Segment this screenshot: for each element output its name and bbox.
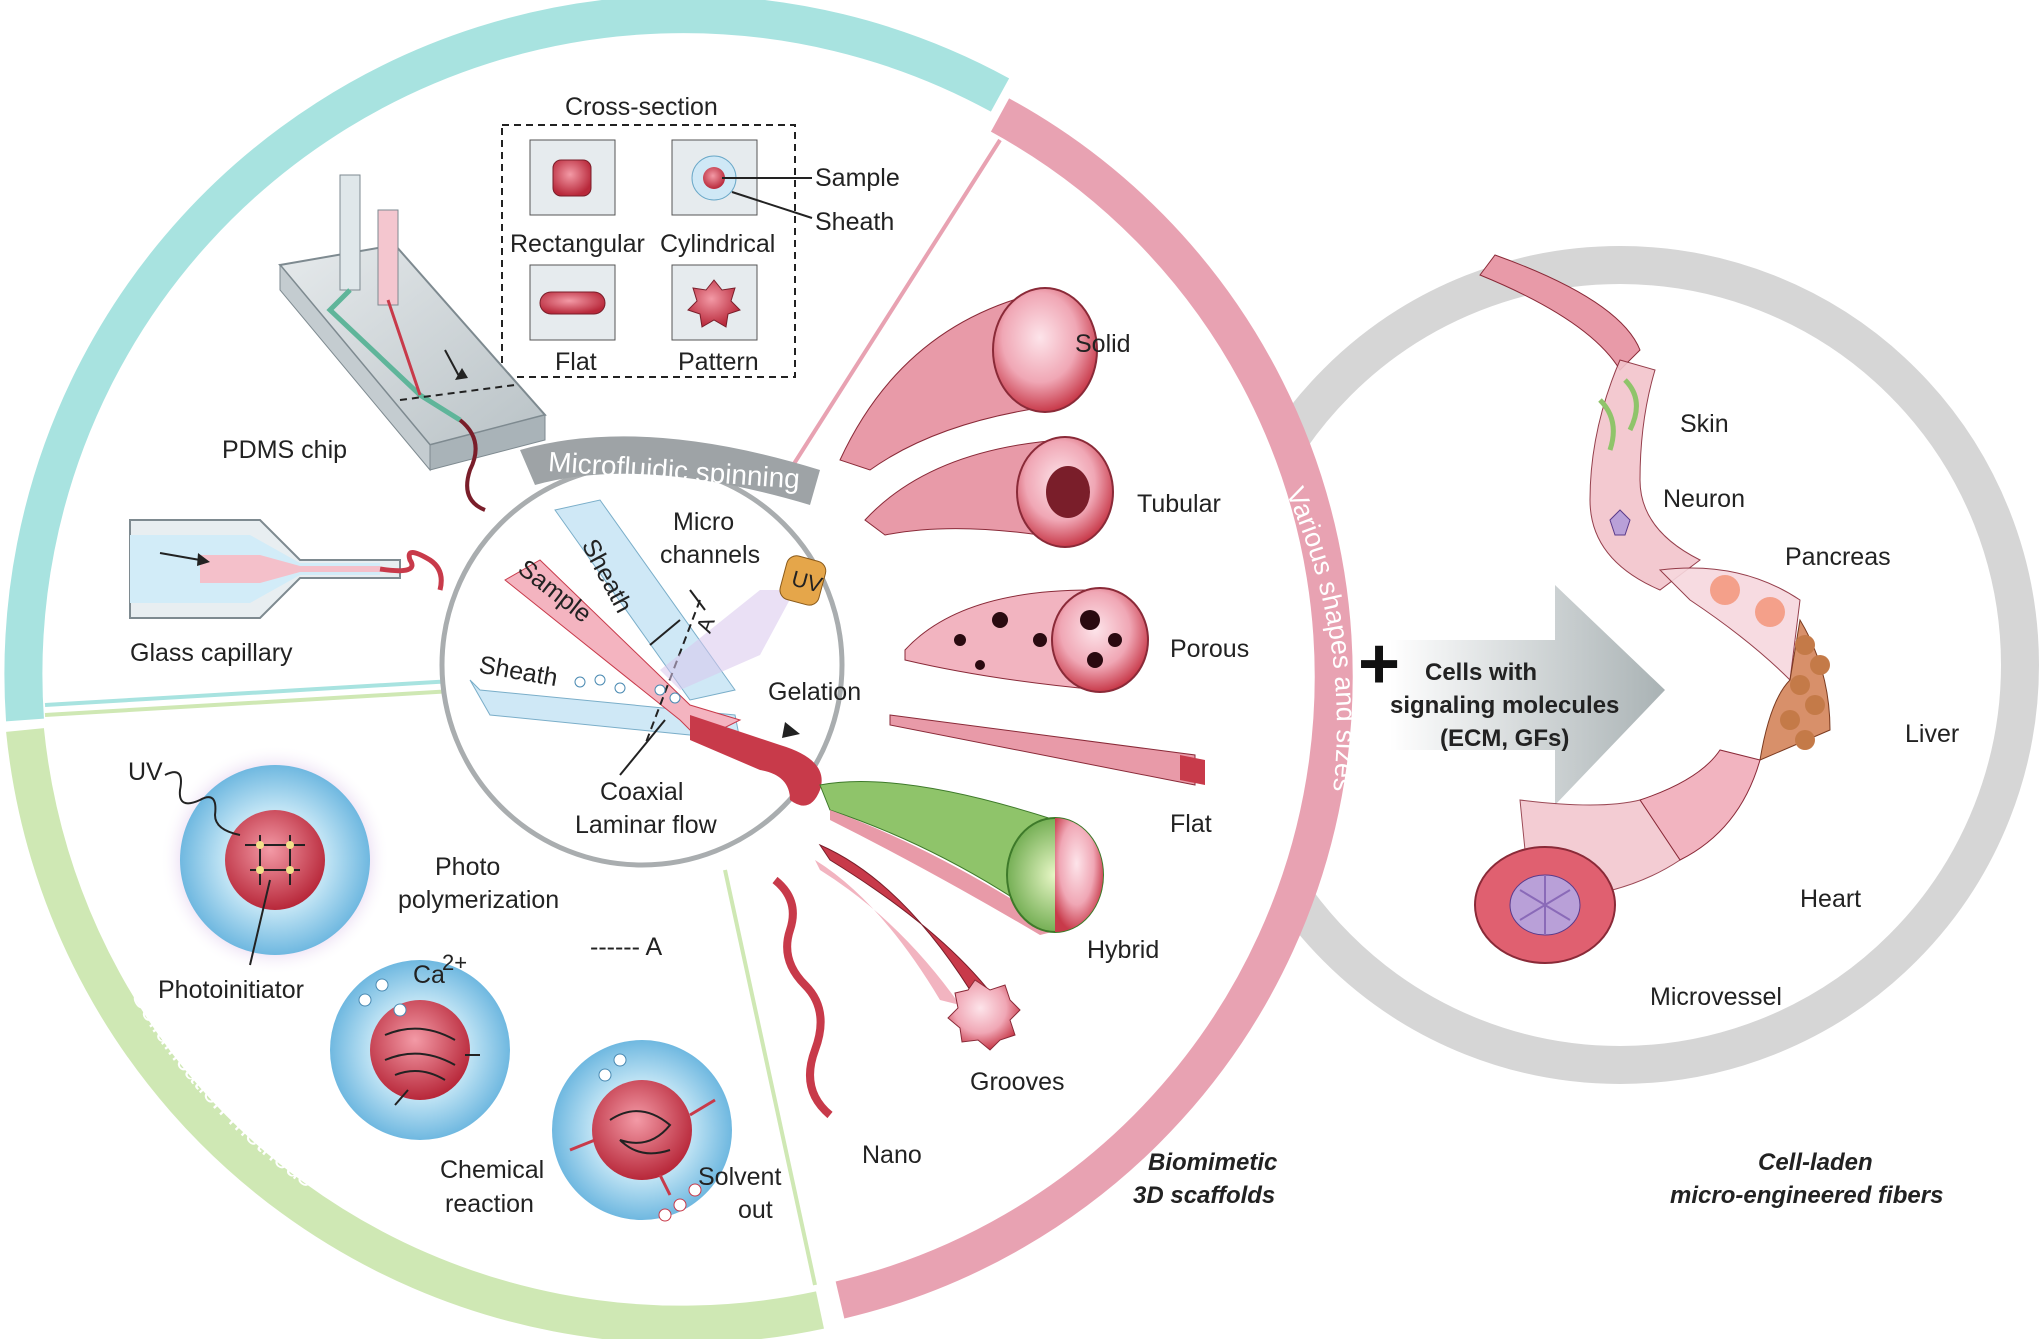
tubular-fiber bbox=[864, 436, 1114, 548]
solid-label: Solid bbox=[1075, 330, 1131, 358]
sheath-pointer bbox=[731, 191, 813, 219]
nano-label: Nano bbox=[862, 1141, 922, 1169]
divider-line bbox=[44, 678, 471, 707]
sample-label: Sample bbox=[815, 164, 900, 192]
skin-label: Skin bbox=[1680, 410, 1729, 438]
neuron-label: Neuron bbox=[1663, 485, 1745, 513]
photoinitiator-label: Photoinitiator bbox=[158, 976, 304, 1004]
solid-fiber bbox=[839, 287, 1098, 471]
solvent-label: Solvent bbox=[698, 1163, 781, 1191]
scaffolds-caption-2: 3D scaffolds bbox=[1133, 1182, 1275, 1209]
pdms-chip-label: PDMS chip bbox=[222, 436, 347, 464]
grooves-label: Grooves bbox=[970, 1068, 1064, 1096]
fibers-caption-1: Cell-laden bbox=[1758, 1149, 1873, 1176]
flow-arrow bbox=[444, 349, 461, 379]
nano-fiber bbox=[772, 876, 833, 1119]
pdms-chip bbox=[278, 174, 547, 512]
glass-capillary-label: Glass capillary bbox=[130, 639, 293, 667]
plus-sign: + bbox=[1358, 624, 1400, 704]
liver-label: Liver bbox=[1905, 720, 1959, 748]
hybrid-fiber bbox=[819, 781, 1104, 935]
pancreas-label: Pancreas bbox=[1785, 543, 1891, 571]
flat-label: Flat bbox=[555, 348, 597, 376]
out-label: out bbox=[738, 1196, 773, 1224]
grooves-fiber bbox=[815, 843, 1021, 1051]
cross-section-panel: Cross-section Rectangular Cylindrical Fl… bbox=[501, 93, 900, 378]
section-a-legend: ------ A bbox=[590, 933, 663, 961]
chemical-label: Chemical bbox=[440, 1156, 544, 1184]
porous-label: Porous bbox=[1170, 635, 1249, 663]
microvessel-label: Microvessel bbox=[1650, 983, 1782, 1011]
reaction-label: reaction bbox=[445, 1190, 534, 1218]
micro-label: Micro bbox=[673, 508, 734, 536]
center-title-banner bbox=[520, 436, 820, 505]
channels-label: channels bbox=[660, 541, 760, 569]
gelation-label: Gelation bbox=[768, 678, 861, 706]
photo-polymerization-sphere bbox=[160, 745, 390, 975]
flat-fiber bbox=[889, 714, 1205, 786]
scaffolds-caption-1: Biomimetic bbox=[1148, 1149, 1277, 1176]
coaxial-label: Coaxial bbox=[600, 778, 683, 806]
tubular-label: Tubular bbox=[1137, 490, 1221, 518]
signaling-molecules-label: signaling molecules bbox=[1390, 692, 1619, 719]
glass-capillary bbox=[129, 519, 444, 619]
cells-with-label: Cells with bbox=[1425, 659, 1537, 686]
solidification-methods-ring bbox=[6, 728, 824, 1339]
divider-line bbox=[788, 138, 1002, 472]
cylindrical-label: Cylindrical bbox=[660, 230, 775, 258]
flow-arrow bbox=[159, 552, 201, 561]
porous-fiber bbox=[904, 587, 1149, 693]
chemical-reaction-sphere bbox=[330, 960, 510, 1140]
representative-platforms-ring bbox=[4, 0, 1010, 722]
flat-cross-section bbox=[529, 264, 616, 341]
tissue-fiber bbox=[1474, 254, 1831, 964]
various-shapes-ring bbox=[835, 98, 1353, 1319]
sheath-label: Sheath bbox=[815, 208, 894, 236]
ca-superscript: 2+ bbox=[442, 950, 467, 975]
solvent-out-sphere bbox=[552, 1040, 732, 1222]
photo-label: Photo bbox=[435, 853, 500, 881]
cells-arrow bbox=[1390, 585, 1665, 805]
chip-inlet-tube bbox=[377, 209, 399, 306]
laminar-flow-label: Laminar flow bbox=[575, 811, 718, 839]
hybrid-label: Hybrid bbox=[1087, 936, 1159, 964]
chip-inlet-tube bbox=[339, 174, 361, 291]
pattern-label: Pattern bbox=[678, 348, 759, 376]
pattern-cross-section bbox=[671, 264, 758, 341]
cross-section-title: Cross-section bbox=[565, 93, 718, 121]
fibers-caption-2: micro-engineered fibers bbox=[1670, 1182, 1943, 1209]
divider-line bbox=[44, 688, 471, 717]
liver-cells bbox=[1780, 635, 1830, 750]
ca-label: Ca bbox=[413, 961, 445, 989]
ecm-gfs-label: (ECM, GFs) bbox=[1440, 725, 1569, 752]
rectangular-cross-section bbox=[529, 139, 616, 216]
rectangular-label: Rectangular bbox=[510, 230, 645, 258]
microfluidic-spinning-center bbox=[439, 462, 845, 868]
uv-label: UV bbox=[128, 758, 163, 786]
flat-shape-label: Flat bbox=[1170, 810, 1212, 838]
heart-label: Heart bbox=[1800, 885, 1861, 913]
polymerization-label: polymerization bbox=[398, 886, 559, 914]
divider-line bbox=[723, 869, 817, 1286]
